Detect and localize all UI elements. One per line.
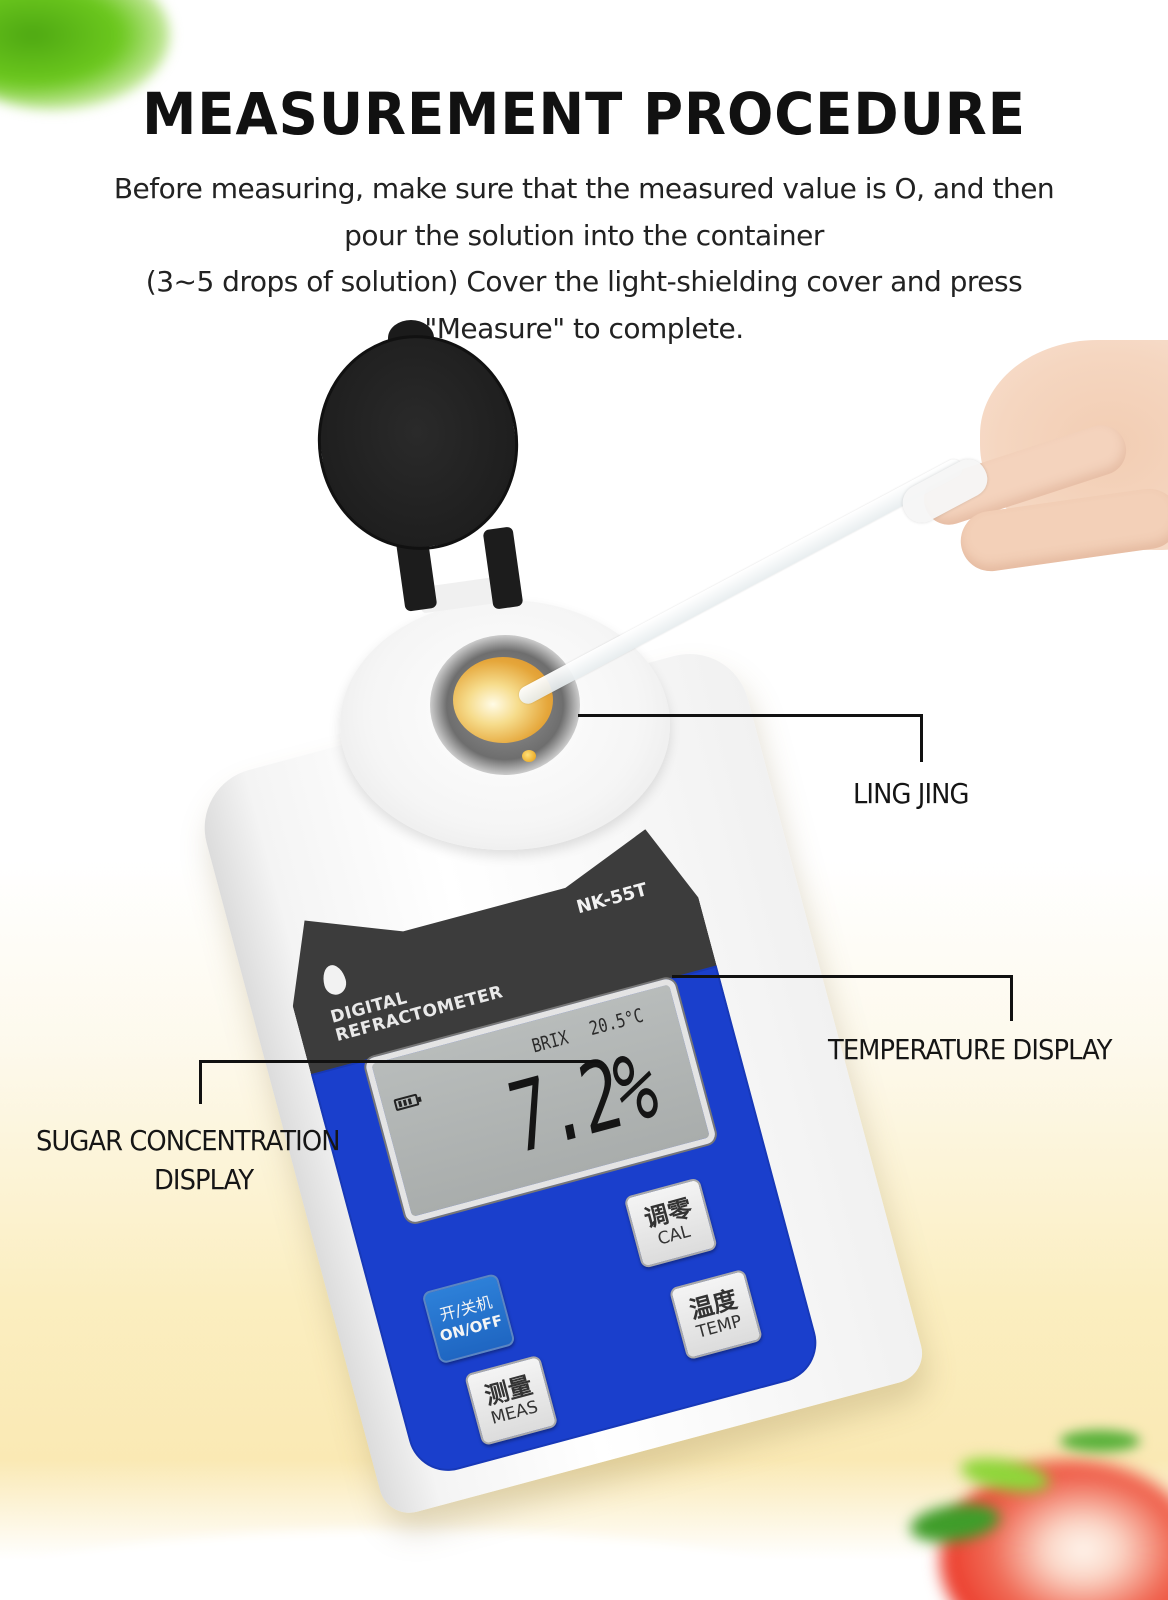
callout-prism-label: LING JING — [853, 777, 969, 810]
callout-sugar-label: DISPLAY — [154, 1163, 254, 1196]
callout-sugar-label: SUGAR CONCENTRATION — [36, 1124, 340, 1157]
brix-readout: 7.2% — [500, 1028, 662, 1177]
hand-image — [917, 330, 1168, 576]
sample-solution — [453, 657, 553, 743]
description-line: "Measure" to complete. — [424, 311, 744, 345]
callout-line-sugar — [199, 1060, 202, 1104]
page-title: MEASUREMENT PROCEDURE — [142, 80, 1026, 148]
description-line: Before measuring, make sure that the mea… — [113, 172, 1055, 205]
battery-full-icon — [393, 1093, 420, 1112]
callout-line-sugar — [200, 1060, 600, 1063]
light-shielding-cover[interactable] — [304, 322, 532, 563]
callout-temperature-label: TEMPERATURE DISPLAY — [828, 1033, 1113, 1066]
description-line: (3~5 drops of solution) Cover the light-… — [145, 265, 1023, 298]
callout-line-temperature — [672, 975, 1013, 978]
callout-line-prism — [920, 714, 923, 762]
callout-line-prism — [578, 714, 923, 717]
procedure-description: Before measuring, make sure that the mea… — [60, 166, 1108, 352]
callout-line-temperature — [1010, 975, 1013, 1021]
solution-drop — [522, 750, 536, 762]
strawberry-blur — [900, 1420, 1168, 1600]
floor-highlight — [0, 1530, 900, 1600]
refractometer-device: DIGITAL REFRACTOMETER NK-55T BRIX 20.5°C… — [191, 320, 940, 1520]
description-line: pour the solution into the container — [344, 218, 824, 252]
